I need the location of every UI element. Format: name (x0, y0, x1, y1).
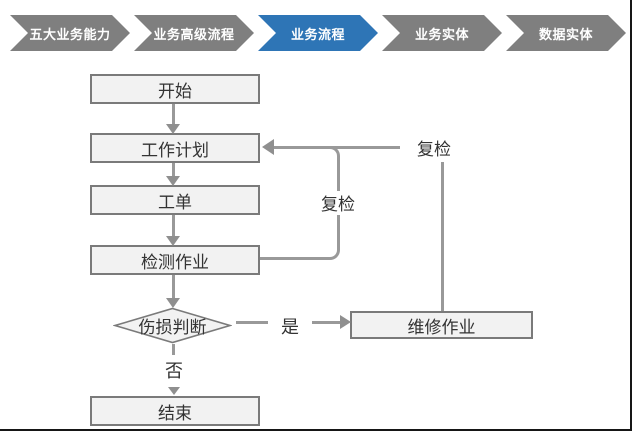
connector-start-to-workplan (172, 104, 175, 125)
nav-step-advanced-process[interactable]: 业务高级流程 (134, 15, 254, 51)
slide-border (0, 0, 632, 431)
diamond-shape-icon (113, 307, 232, 344)
connector-decision-to-end (172, 344, 175, 355)
edge-label-yes: 是 (268, 313, 312, 339)
recheck-loop-corner-bottom (329, 249, 340, 260)
connector-inspection-to-decision (172, 275, 175, 299)
nav-step-five-capabilities[interactable]: 五大业务能力 (10, 15, 130, 51)
connector-workplan-to-workorder (172, 163, 175, 177)
flow-node-work-plan: 工作计划 (90, 133, 260, 163)
edge-label-no: 否 (150, 357, 198, 383)
edge-label-recheck-right: 复检 (408, 135, 460, 160)
recheck-loop-vline-lower (337, 212, 340, 250)
connector-yes-to-repair (312, 321, 341, 324)
arrowhead-down-icon (166, 124, 180, 134)
connector-workorder-to-inspection (172, 215, 175, 237)
arrowhead-down-icon (166, 236, 180, 246)
damage-decision-label: 伤损判断 (138, 318, 207, 337)
flow-node-work-order: 工单 (90, 185, 260, 215)
nav-step-business-entity[interactable]: 业务实体 (382, 15, 502, 51)
flow-node-end: 结束 (90, 396, 260, 426)
recheck-shared-hline (274, 146, 400, 149)
nav-step-data-entity[interactable]: 数据实体 (506, 15, 626, 51)
nav-step-business-process[interactable]: 业务流程 (258, 15, 378, 51)
arrowhead-right-icon (340, 315, 351, 329)
flow-node-inspection: 检测作业 (90, 245, 260, 275)
arrowhead-down-icon (166, 176, 180, 186)
edge-label-recheck-left: 复检 (312, 190, 364, 215)
arrowhead-down-icon (166, 298, 180, 308)
arrowhead-down-icon (168, 387, 180, 395)
recheck-repair-vline (441, 162, 444, 311)
flow-node-start: 开始 (90, 74, 260, 104)
connector-decision-to-yes (236, 321, 273, 324)
flow-node-damage-decision: 伤损判断 (113, 307, 232, 344)
arrowhead-left-icon (262, 139, 274, 155)
flow-node-repair: 维修作业 (350, 311, 533, 339)
recheck-loop-vline-upper (337, 156, 340, 191)
process-step-nav: 五大业务能力 业务高级流程 业务流程 业务实体 数据实体 (10, 15, 626, 51)
recheck-loop-inspection-hline (260, 257, 330, 260)
